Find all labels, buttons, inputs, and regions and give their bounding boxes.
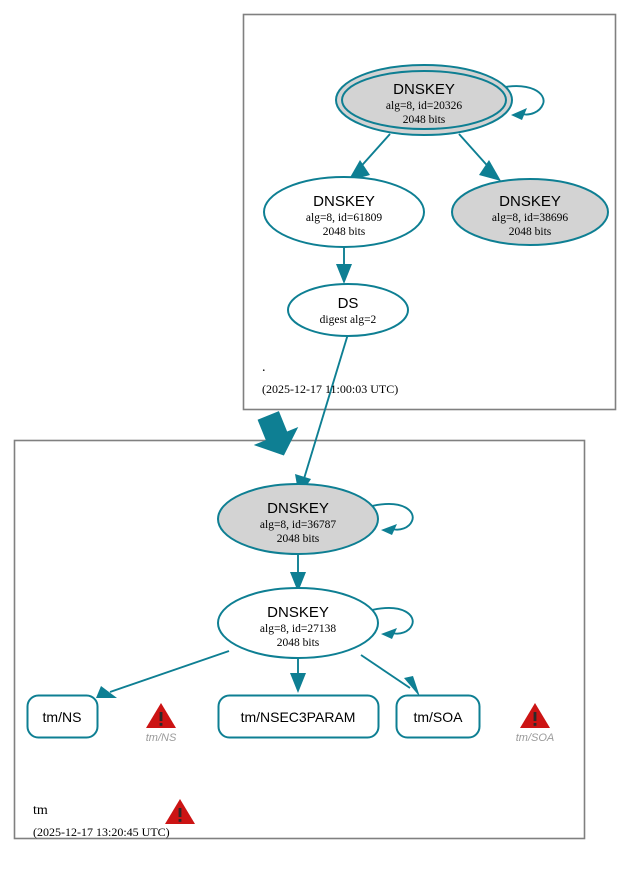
zone-warning-tm[interactable] [162,795,198,826]
edge-dnskey27138-to-tm-ns [96,650,230,698]
node-ds-root[interactable]: DS digest alg=2 [287,283,409,337]
node-label: tm/NS [43,709,82,725]
node-subline2: 2048 bits [277,533,320,545]
node-label: tm/NSEC3PARAM [241,709,356,725]
node-subline1: alg=8, id=38696 [492,212,568,224]
zone-label-tm: tm [33,803,48,818]
edge-dnskey61809-to-ds [336,246,352,284]
zone-label-root: . [262,360,266,375]
warning-tm-ns[interactable]: tm/NS [143,699,179,744]
warning-label: tm/SOA [516,732,555,744]
node-subline1: alg=8, id=61809 [306,212,382,224]
edge-dnskey27138-to-tm-soa [360,654,420,697]
edge-dnskey20326-to-dnskey61809 [348,133,391,181]
node-title: DNSKEY [267,500,329,517]
node-tm-soa[interactable]: tm/SOA [395,694,481,739]
node-subline2: 2048 bits [509,226,552,238]
node-subline1: alg=8, id=36787 [260,519,336,531]
node-subline2: 2048 bits [277,637,320,649]
node-subline2: 2048 bits [323,226,366,238]
node-tm-ns[interactable]: tm/NS [26,694,99,739]
node-dnskey-38696[interactable]: DNSKEY alg=8, id=38696 2048 bits [451,178,609,246]
edge-dnskey20326-self [494,85,545,120]
node-title: DNSKEY [393,81,455,98]
node-dnskey-61809[interactable]: DNSKEY alg=8, id=61809 2048 bits [263,176,425,248]
node-dnskey-20326[interactable]: DNSKEY alg=8, id=20326 2048 bits [335,64,513,136]
node-subline1: digest alg=2 [320,314,377,326]
edge-dnskey36787-to-dnskey27138 [290,553,306,592]
warning-label: tm/NS [146,732,177,744]
node-subline1: alg=8, id=27138 [260,623,336,635]
node-label: tm/SOA [413,709,463,725]
edge-dnskey27138-self [371,607,414,639]
warning-tm-soa[interactable]: tm/SOA [516,699,555,744]
zone-timestamp-tm: (2025-12-17 13:20:45 UTC) [33,825,170,839]
node-title: DNSKEY [499,193,561,210]
node-subline1: alg=8, id=20326 [386,100,462,112]
warning-triangle-icon [162,795,198,826]
node-subline2: 2048 bits [403,114,446,126]
node-title: DNSKEY [313,193,375,210]
node-dnskey-27138[interactable]: DNSKEY alg=8, id=27138 2048 bits [217,587,379,659]
node-title: DNSKEY [267,604,329,621]
edge-dnskey20326-to-dnskey38696 [458,133,501,181]
node-tm-nsec3param[interactable]: tm/NSEC3PARAM [217,694,380,739]
node-title: DS [338,295,359,312]
zone-delegation-arrow [253,411,299,456]
zone-timestamp-root: (2025-12-17 11:00:03 UTC) [262,382,398,396]
warning-triangle-icon [517,699,553,730]
edge-dnskey27138-to-tm-nsec3param [290,658,306,693]
node-dnskey-36787[interactable]: DNSKEY alg=8, id=36787 2048 bits [217,483,379,555]
edge-dnskey36787-self [371,503,414,535]
warning-triangle-icon [143,699,179,730]
